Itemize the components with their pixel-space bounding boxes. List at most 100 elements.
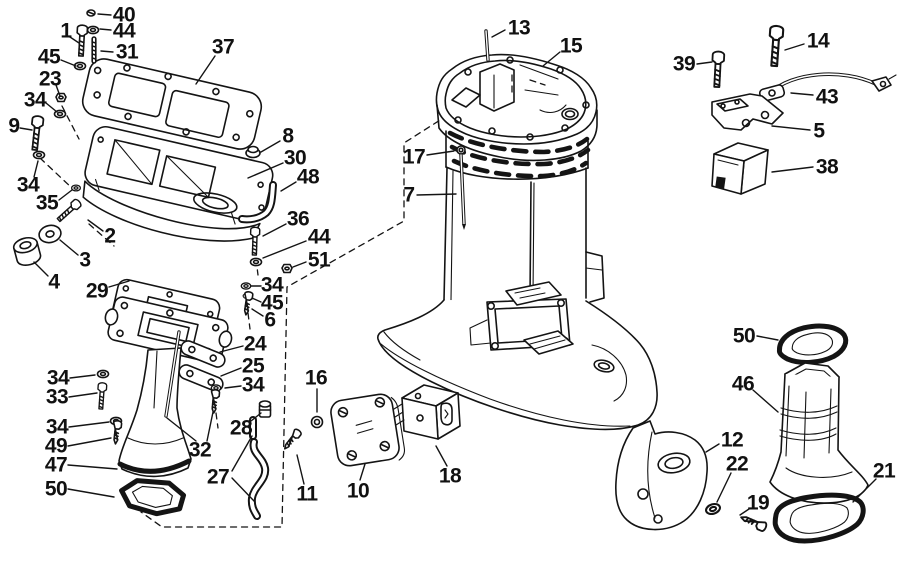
leader-line-49 [67, 437, 112, 447]
leader-line-12 [705, 443, 720, 453]
washer-34 [32, 150, 46, 160]
seal-50-right [776, 323, 849, 365]
stud-31 [91, 36, 97, 64]
bracket-plate-5 [711, 93, 784, 131]
leader-line-34 [69, 374, 96, 379]
cover-plate-10 [330, 393, 406, 467]
leader-line-1 [69, 36, 80, 44]
leader-line-40 [97, 13, 112, 16]
cap-28 [258, 400, 272, 418]
bolt-36 [249, 226, 261, 256]
leader-line-32 [206, 411, 214, 442]
bolt-9 [28, 114, 45, 152]
leader-line-44 [262, 240, 307, 259]
leader-line-30 [247, 162, 284, 179]
exhaust-tube-46 [769, 362, 869, 504]
hose-27 [247, 416, 270, 520]
leader-line-43 [790, 92, 814, 96]
leader-line-33 [68, 392, 98, 398]
leader-line-15 [542, 51, 561, 67]
leader-line-50 [67, 488, 115, 498]
leader-line-44 [99, 28, 112, 31]
screw-40 [86, 9, 96, 17]
exhaust-housing-7 [377, 53, 658, 431]
seal-21 [772, 492, 866, 544]
leader-line-27 [231, 477, 255, 502]
leader-line-28 [250, 412, 262, 422]
leader-line-46 [752, 389, 779, 413]
mount-screw-2 [54, 197, 83, 225]
bolt-14 [766, 24, 785, 68]
leader-line-48 [280, 181, 297, 192]
leader-line-2 [87, 219, 104, 232]
nut-23 [55, 92, 67, 103]
washer-3 [38, 224, 62, 244]
washer-44 [86, 25, 100, 35]
leader-line-6 [251, 308, 264, 317]
leader-line-7 [416, 193, 457, 196]
leader-line-39 [696, 61, 713, 65]
leader-line-27 [231, 435, 253, 472]
bolt-39 [710, 50, 726, 89]
leader-line-35 [58, 189, 73, 201]
leader-line-37 [195, 55, 216, 85]
long-bolt-17 [456, 145, 466, 230]
screw-32 [208, 388, 221, 415]
cap-nut-8 [245, 145, 261, 159]
through-bolt-32 [164, 330, 181, 418]
leader-line-18 [435, 445, 448, 467]
stud-13 [484, 29, 490, 62]
leader-line-10 [359, 463, 366, 481]
screw-19 [738, 512, 769, 533]
inner-exhaust-housing-30 [82, 125, 274, 242]
leader-line-51 [292, 261, 307, 268]
leader-line-22 [716, 472, 732, 503]
leader-line-38 [771, 166, 814, 173]
exhaust-cover-gasket-37 [81, 58, 263, 150]
hose-48 [238, 181, 277, 224]
leader-line-34 [33, 160, 39, 178]
bracket-box-18 [393, 384, 461, 440]
spacer-plate-24 [180, 340, 226, 368]
leader-line-21 [852, 478, 877, 503]
leader-line-31 [100, 50, 114, 53]
leader-line-34 [224, 385, 242, 389]
leader-line-13 [491, 29, 506, 38]
leader-line-23 [55, 84, 61, 97]
leader-line-45 [60, 59, 77, 67]
leader-line-32 [166, 417, 197, 442]
leader-line-29 [108, 280, 130, 288]
ignition-module-38 [711, 142, 769, 195]
group-boundary-dashed [140, 114, 449, 528]
leader-line-45 [251, 297, 262, 303]
leader-line-3 [59, 239, 79, 256]
bolt-33 [95, 381, 108, 410]
screw-11 [280, 427, 304, 453]
leader-line-9 [19, 127, 33, 131]
leader-line-14 [784, 43, 805, 51]
seal-50-left [119, 478, 187, 517]
leader-line-36 [262, 223, 287, 237]
leader-line-8 [260, 140, 281, 153]
leader-line-5 [771, 125, 811, 131]
leader-line-19 [739, 508, 750, 516]
leader-line-34 [45, 102, 58, 113]
leader-line-50 [756, 335, 779, 341]
leader-line-24 [219, 345, 244, 353]
leader-line-17 [426, 150, 455, 156]
leader-line-25 [220, 367, 242, 377]
washer-34 [240, 282, 252, 290]
bolt-1 [75, 24, 89, 58]
washer-35 [70, 184, 82, 192]
ground-strap-43 [758, 72, 897, 102]
spacer-plate-25 [178, 364, 224, 392]
washer-22 [705, 502, 721, 516]
leader-line-34 [68, 421, 110, 428]
grommet-16 [310, 415, 324, 429]
mount-bushing-4 [12, 236, 42, 266]
leader-lines [19, 13, 877, 516]
clamp-12 [615, 420, 708, 531]
leader-line-4 [33, 261, 49, 277]
